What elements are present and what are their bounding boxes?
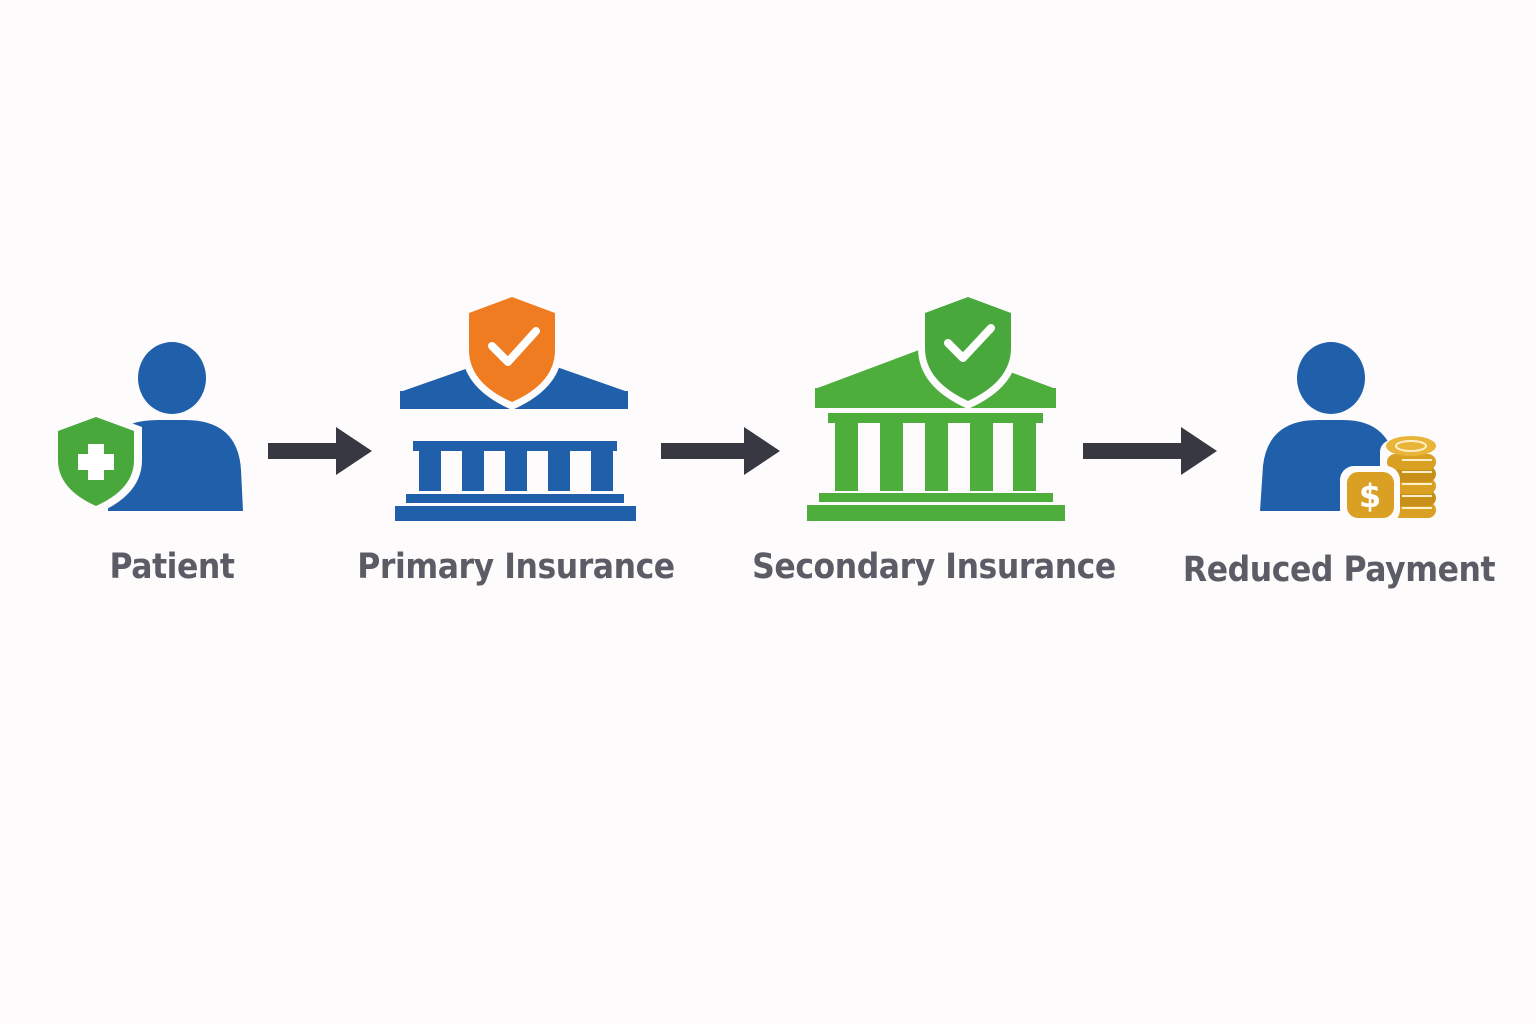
check-shield-icon bbox=[918, 291, 1018, 409]
coins-icon: $ bbox=[1340, 436, 1444, 528]
primary-insurance-icon bbox=[395, 291, 636, 521]
step-label-primary-insurance: Primary Insurance bbox=[357, 547, 675, 587]
dollar-symbol: $ bbox=[1359, 477, 1381, 515]
step-label-patient: Patient bbox=[109, 547, 235, 587]
secondary-insurance-icon bbox=[807, 291, 1065, 521]
arrow-right-icon bbox=[661, 427, 780, 475]
step-label-secondary-insurance: Secondary Insurance bbox=[752, 547, 1116, 587]
step-label-reduced-payment: Reduced Payment bbox=[1182, 550, 1496, 590]
reduced-payment-icon: $ bbox=[1260, 342, 1444, 528]
arrow-right-icon bbox=[268, 427, 372, 475]
patient-icon bbox=[50, 342, 243, 514]
check-shield-icon bbox=[462, 291, 562, 410]
medical-shield-icon bbox=[50, 410, 142, 514]
arrow-right-icon bbox=[1083, 427, 1217, 475]
